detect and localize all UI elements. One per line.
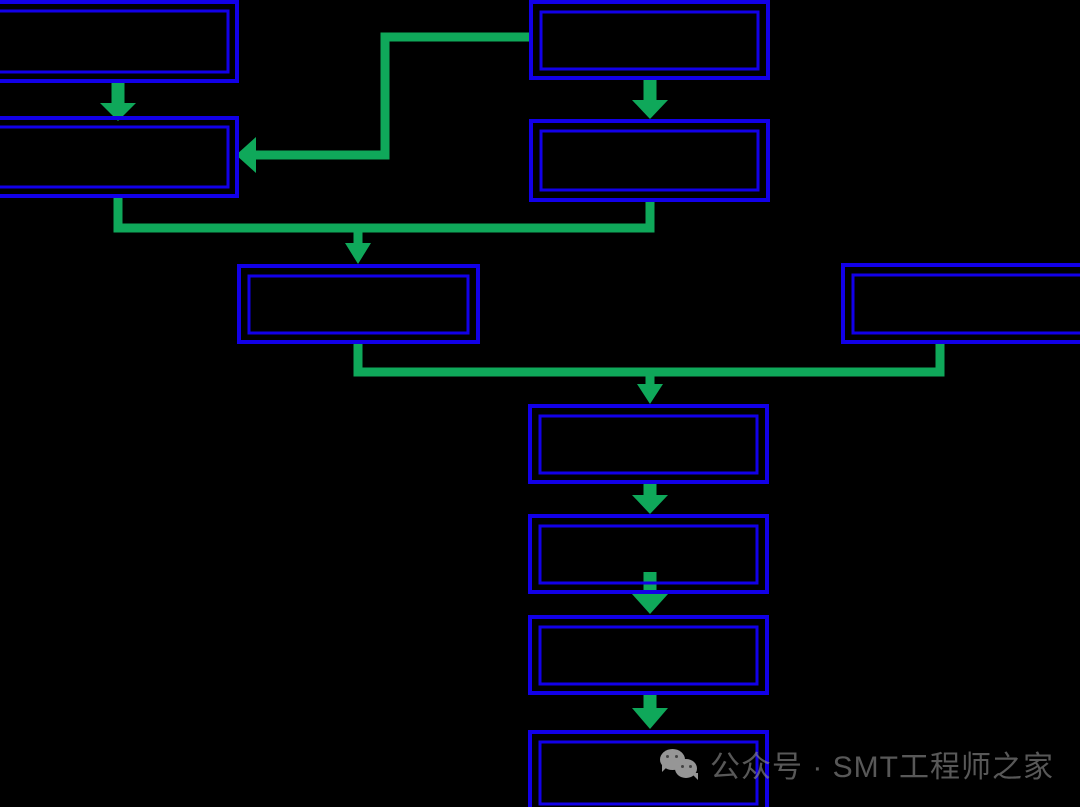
merge-box2-box4-to-box5 — [113, 197, 655, 264]
process-box-5[interactable] — [237, 264, 480, 344]
merge-box5-box6-to-box7 — [353, 343, 945, 404]
process-box-8[interactable] — [528, 514, 769, 594]
process-box-9[interactable] — [528, 615, 769, 695]
process-box-7[interactable] — [528, 404, 769, 484]
process-box-2[interactable] — [0, 116, 239, 198]
arrow-box1-to-box2 — [100, 83, 136, 121]
arrow-box3-to-box4 — [632, 80, 668, 119]
elbow-box3-to-box2 — [236, 32, 531, 173]
process-box-6[interactable] — [841, 263, 1080, 344]
connector-layer — [100, 32, 945, 729]
arrow-box9-to-box10 — [632, 693, 668, 729]
arrow-box7-to-box8 — [632, 482, 668, 514]
process-box-4[interactable] — [529, 119, 770, 202]
process-box-1[interactable] — [0, 0, 239, 83]
process-box-10[interactable] — [528, 730, 769, 807]
process-box-3[interactable] — [529, 0, 770, 80]
